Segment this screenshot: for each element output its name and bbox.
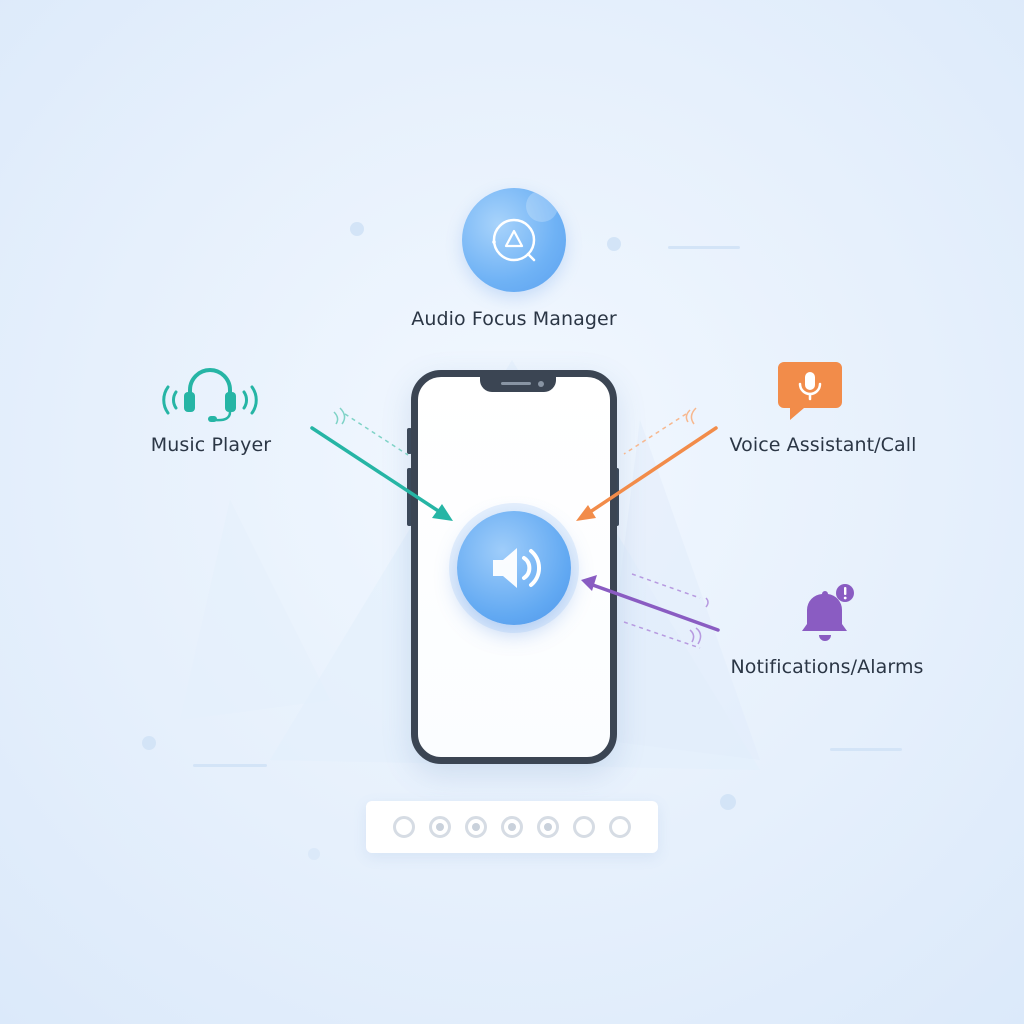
music-player-label: Music Player [150,434,272,456]
background-dash [668,246,740,249]
speaker-volume-icon [493,548,542,588]
background-dot [720,794,736,810]
background-dash [830,748,902,751]
voice-assistant-label: Voice Assistant/Call [729,434,917,456]
background-dash [193,764,267,767]
indicator-dot[interactable] [501,816,523,838]
headset-icon[interactable] [158,362,262,424]
indicator-dot[interactable] [429,816,451,838]
background-dot [308,848,320,860]
indicator-dot[interactable] [393,816,415,838]
indicator-dot[interactable] [465,816,487,838]
audio-focus-manager-node[interactable] [462,188,566,292]
control-bar [366,801,658,853]
speaker-output-node[interactable] [457,511,571,625]
notifications-alarms-label: Notifications/Alarms [730,656,924,678]
phone-notch [480,376,556,392]
background-dot [142,736,156,750]
phone-earpiece [501,382,531,385]
background-dot [607,237,621,251]
microphone-chat-icon[interactable] [776,360,844,424]
audio-focus-icon [492,190,558,262]
audio-focus-manager-label: Audio Focus Manager [411,308,617,330]
indicator-dot[interactable] [573,816,595,838]
background-dot [350,222,364,236]
phone-camera [538,381,544,387]
indicator-dot[interactable] [537,816,559,838]
bell-alert-icon[interactable] [796,582,858,644]
indicator-dot[interactable] [609,816,631,838]
